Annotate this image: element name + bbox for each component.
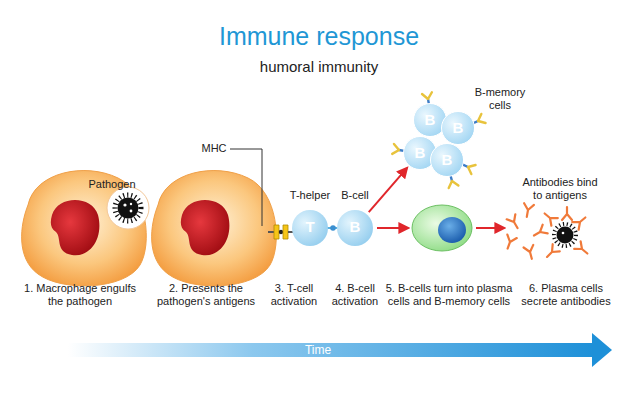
presented-antigen bbox=[279, 230, 283, 234]
subtitle: humoral immunity bbox=[219, 58, 419, 76]
pathogen-virus bbox=[118, 198, 139, 219]
t-cell-receptor bbox=[283, 225, 288, 239]
step-caption: 2. Presents the pathogen's antigens bbox=[150, 282, 262, 308]
antibody bbox=[522, 203, 534, 218]
antibody bbox=[541, 210, 557, 226]
process-arrow bbox=[369, 168, 407, 212]
pathogen-dot bbox=[123, 203, 126, 206]
macrophage-nucleus bbox=[181, 200, 230, 255]
antibody bbox=[531, 225, 547, 240]
cell-name: B-cell bbox=[315, 189, 395, 202]
mhc-molecule bbox=[274, 225, 279, 239]
antigen-dot bbox=[562, 232, 565, 235]
cell-letter: B bbox=[442, 112, 474, 144]
pathogen-dot bbox=[130, 203, 132, 205]
cell-contact-dot bbox=[330, 225, 336, 231]
plasma-cell bbox=[412, 205, 472, 251]
antibody bbox=[544, 244, 560, 260]
step-caption: 1. Macrophage engulfs the pathogen bbox=[21, 282, 139, 308]
part-label: Pathogen bbox=[77, 178, 147, 191]
macrophage-cell bbox=[152, 171, 277, 286]
antigen-spikes bbox=[554, 224, 576, 246]
cell-letter: T bbox=[292, 210, 328, 246]
antigen-virus bbox=[557, 227, 574, 244]
cell-letter: B bbox=[337, 210, 373, 246]
part-label: MHC bbox=[194, 142, 234, 155]
plasma-nucleus bbox=[438, 217, 466, 243]
phagosome bbox=[107, 187, 149, 229]
antibody bbox=[524, 245, 537, 260]
antibody bbox=[507, 214, 522, 230]
part-label: B-memory cells bbox=[469, 86, 531, 112]
antibody bbox=[562, 207, 572, 220]
step-caption: 5. B-cells turn into plasma cells and B-… bbox=[376, 282, 522, 308]
time-bar bbox=[68, 343, 594, 357]
antibody bbox=[503, 235, 517, 251]
step-caption: 4. B-cell activation bbox=[326, 282, 384, 308]
diagram-title: Immune response bbox=[0, 22, 638, 51]
axis-label: Time bbox=[278, 343, 358, 357]
b-memory-cell: B bbox=[441, 111, 475, 145]
antibody bbox=[574, 241, 590, 257]
process-arrow bbox=[476, 227, 504, 229]
macrophage-nucleus bbox=[51, 200, 100, 255]
b-cell: B-cellB bbox=[337, 210, 373, 246]
pathogen-spikes bbox=[115, 195, 141, 221]
cell-name: T-helper bbox=[270, 189, 350, 202]
cell-letter: B bbox=[431, 144, 463, 176]
leader-line bbox=[230, 149, 262, 226]
time-arrowhead bbox=[592, 333, 612, 367]
t-helper-cell: T-helperT bbox=[292, 210, 328, 246]
step-caption: 6. Plasma cells secrete antibodies bbox=[515, 282, 617, 308]
step-caption: 3. T-cell activation bbox=[265, 282, 323, 308]
b-memory-cell: B bbox=[430, 143, 464, 177]
part-label: Antibodies bind to antigens bbox=[517, 176, 603, 202]
process-arrow bbox=[377, 227, 408, 229]
pathogen-dot bbox=[130, 210, 133, 213]
